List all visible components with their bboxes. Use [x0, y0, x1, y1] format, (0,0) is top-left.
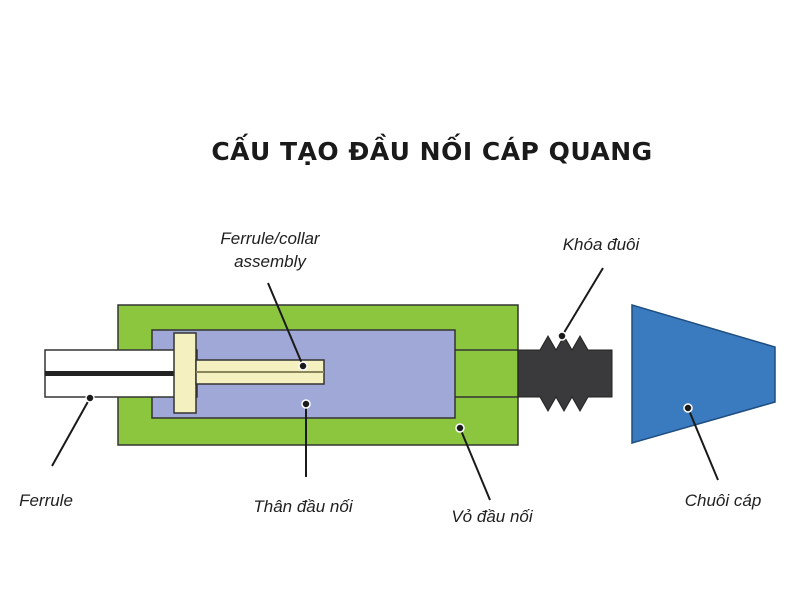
leader-ferrule-collar	[267, 282, 304, 367]
label-than-dau-noi: Thân đầu nối	[253, 497, 353, 516]
fiber-core	[45, 371, 197, 376]
marker-khoa-duoi	[557, 331, 567, 341]
marker-chuoi-cap	[683, 403, 693, 413]
label-vo-dau-noi: Vỏ đầu nối	[451, 507, 534, 526]
leader-khoa-duoi	[561, 267, 604, 337]
leader-vo-dau-noi	[459, 427, 491, 501]
cable-strain-relief	[631, 303, 776, 444]
label-khoa-duoi: Khóa đuôi	[563, 235, 641, 254]
boot-lock	[517, 334, 613, 413]
leader-ferrule	[51, 397, 91, 467]
collar-flange	[173, 332, 197, 414]
marker-ferrule-collar	[298, 361, 308, 371]
label-ferrule-collar-line2: assembly	[234, 252, 307, 271]
leader-chuoi-cap	[687, 407, 719, 481]
label-chuoi-cap: Chuôi cáp	[685, 491, 762, 510]
label-ferrule-collar-line1: Ferrule/collar	[220, 229, 321, 248]
diagram-title: CẤU TẠO ĐẦU NỐI CÁP QUANG	[211, 133, 652, 166]
marker-vo-dau-noi	[455, 423, 465, 433]
marker-than-dau-noi	[301, 399, 311, 409]
label-ferrule: Ferrule	[19, 491, 73, 510]
marker-ferrule	[85, 393, 95, 403]
